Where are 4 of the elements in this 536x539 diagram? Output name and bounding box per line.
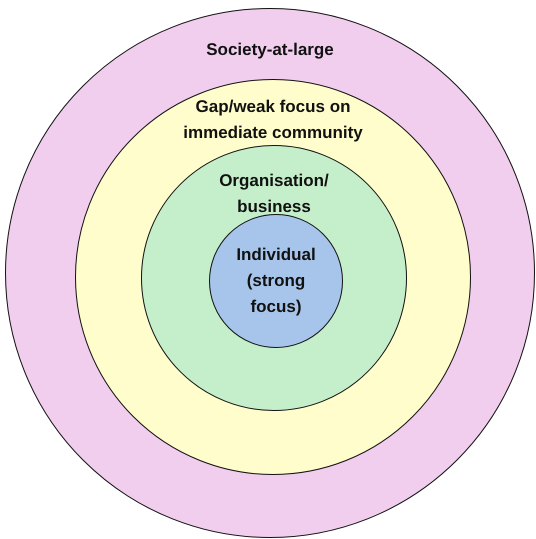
circle-label: Society-at-large: [205, 39, 335, 61]
circle-label: Organisation/ business: [218, 170, 330, 218]
circle-label: Individual (strong focus): [235, 244, 317, 318]
circle-label: Gap/weak focus on immediate community: [182, 96, 364, 144]
